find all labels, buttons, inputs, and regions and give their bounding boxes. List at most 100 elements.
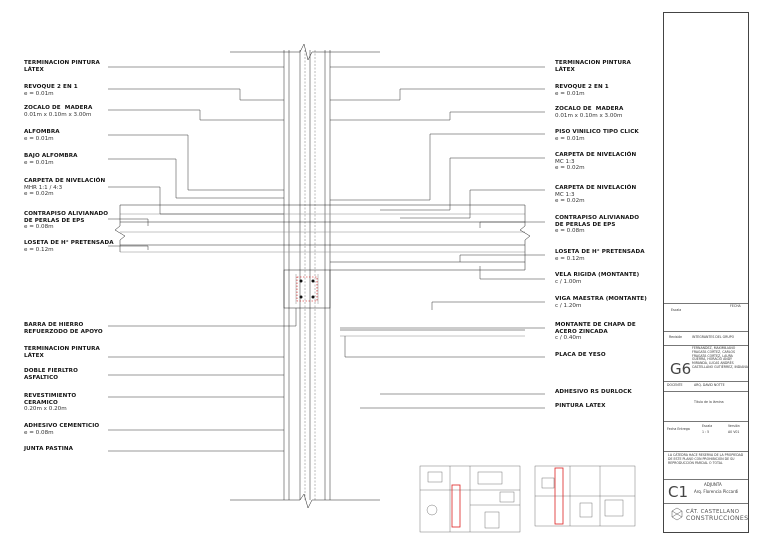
version-label: Versión (728, 424, 740, 428)
left-label: TERMINACION PINTURA LÁTEX (24, 60, 136, 73)
left-label: JUNTA PASTINA (24, 446, 136, 453)
escala-label: Escala (671, 308, 682, 312)
tb-divider (664, 479, 748, 480)
label-title: PINTURA LATEX (555, 403, 606, 409)
label-detail: e = 0.08m (24, 224, 54, 231)
label-title: PISO VINILICO TIPO CLICK (555, 129, 639, 135)
label-title: LOSETA DE H° PRETENSADA (555, 249, 645, 255)
title-block: Escala FECHA Revisión INTEGRANTES DEL GR… (663, 12, 749, 533)
label-title: CONTRAPISO ALIVIANADO DE PERLAS DE EPS (24, 211, 109, 224)
group-code: G6 (670, 360, 692, 378)
label-detail: 0.20m x 0.20m (24, 406, 67, 413)
label-title: CARPETA DE NIVELACIÓN (24, 178, 106, 184)
tb-divider (664, 391, 748, 392)
label-detail: e = 0.01m (555, 135, 585, 142)
tb-divider (664, 345, 748, 346)
revision-label: Revisión (669, 335, 683, 339)
tb-divider (664, 451, 748, 452)
label-title: CARPETA DE NIVELACIÓN (555, 152, 637, 158)
label-title: JUNTA PASTINA (24, 446, 74, 452)
label-title: ZOCALO DE MADERA (24, 105, 93, 111)
label-detail: e = 0.12m (555, 255, 585, 262)
escala2-label: Escala (702, 424, 713, 428)
label-title: PLACA DE YESO (555, 352, 606, 358)
tb-divider (664, 331, 748, 332)
right-label: VIGA MAESTRA (MONTANTE)c / 1.20m (555, 296, 667, 309)
label-title: BARRA DE HIERRO REFUERZODO DE APOYO (24, 322, 103, 335)
label-detail: MHR 1:1 / 4:3 e = 0.02m (24, 184, 63, 198)
label-title: ADHESIVO RS DURLOCK (555, 389, 632, 395)
floor-plan-thumbnail (419, 465, 521, 533)
label-detail: e = 0.01m (24, 159, 54, 166)
label-title: VIGA MAESTRA (MONTANTE) (555, 296, 647, 302)
right-label: PINTURA LATEX (555, 403, 667, 410)
escala-value: 1 : 5 (702, 430, 710, 434)
right-label: TERMINACION PINTURA LÁTEX (555, 60, 667, 73)
left-label: DOBLE FIERLTRO ASFALTICO (24, 368, 136, 381)
label-detail: e = 0.01m (24, 90, 54, 97)
label-detail: MC 1:3 e = 0.02m (555, 158, 585, 172)
brand-line1: CÁT. CASTELLANO (686, 509, 740, 515)
label-detail: c / 0.40m (555, 335, 582, 342)
titulo-lamina: Título de la lámina (694, 400, 724, 404)
label-title: LOSETA DE H° PRETENSADA (24, 240, 114, 246)
brand-logo (671, 507, 683, 521)
label-title: TERMINACION PINTURA LÁTEX (555, 60, 631, 73)
left-label: BARRA DE HIERRO REFUERZODO DE APOYO (24, 322, 136, 335)
label-detail: c / 1.20m (555, 302, 582, 309)
label-detail: e = 0.01m (24, 135, 54, 142)
label-title: CARPETA DE NIVELACIÓN (555, 185, 637, 191)
grupo-label: INTEGRANTES DEL GRUPO (692, 335, 735, 339)
right-label: ADHESIVO RS DURLOCK (555, 389, 667, 396)
left-label: TERMINACION PINTURA LÁTEX (24, 346, 136, 359)
label-title: CONTRAPISO ALIVIANADO DE PERLAS DE EPS (555, 215, 640, 228)
docente-label: DOCENTE (667, 383, 683, 387)
label-detail: e = 0.08m (555, 228, 585, 235)
sheet-code: C1 (668, 483, 689, 501)
label-detail: 0.01m x 0.10m x 3.00m (555, 112, 623, 119)
label-title: REVOQUE 2 EN 1 (555, 84, 609, 90)
label-title: REVOQUE 2 EN 1 (24, 84, 78, 90)
label-title: TERMINACION PINTURA LÁTEX (24, 346, 100, 359)
docente-name: ARQ. DAVID NOTTE (694, 383, 725, 387)
label-detail: MC 1:3 e = 0.02m (555, 191, 585, 205)
label-title: TERMINACION PINTURA LÁTEX (24, 60, 100, 73)
label-detail: e = 0.08m (24, 429, 54, 436)
right-label: VELA RIGIDA (MONTANTE)c / 1.00m (555, 272, 667, 285)
label-detail: e = 0.12m (24, 246, 54, 253)
group-members: FERNANDEZ, MAXIMILIANO FRAGATA CORTEZ, C… (692, 346, 748, 369)
label-detail: 0.01m x 0.10m x 3.00m (24, 111, 92, 118)
label-detail: e = 0.01m (555, 90, 585, 97)
section-thumbnail (534, 465, 636, 527)
tb-divider (664, 503, 748, 504)
label-title: DOBLE FIERLTRO ASFALTICO (24, 368, 78, 381)
label-title: ADHESIVO CEMENTICIO (24, 423, 100, 429)
tb-divider (664, 303, 748, 304)
adjunto-label: ADJUNTA (704, 482, 722, 487)
tb-divider (664, 421, 748, 422)
fecha-entrega-label: Fecha Entrega (667, 427, 690, 431)
tb-divider (664, 381, 748, 382)
right-label: PLACA DE YESO (555, 352, 667, 359)
copyright-note: LA CÁTEDRA HACE RESERVA DE LA PROPIEDAD … (668, 453, 744, 465)
label-title: VELA RIGIDA (MONTANTE) (555, 272, 640, 278)
brand-line2: CONSTRUCCIONES (686, 515, 749, 522)
fecha-label: FECHA (730, 304, 741, 308)
